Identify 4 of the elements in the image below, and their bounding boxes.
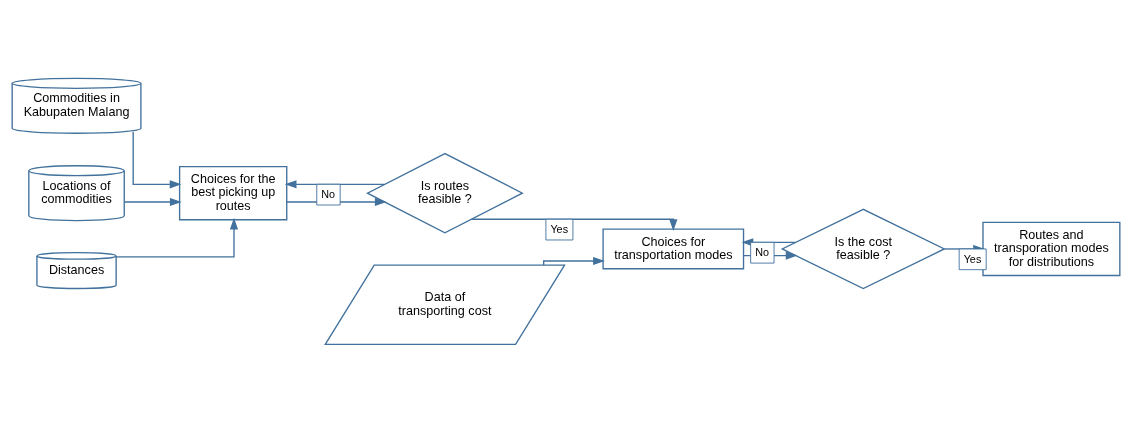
edge-label: Yes xyxy=(963,252,982,265)
edge-label: Yes xyxy=(550,222,569,235)
edge-label: No xyxy=(321,187,336,200)
edge-label: No xyxy=(755,245,769,258)
